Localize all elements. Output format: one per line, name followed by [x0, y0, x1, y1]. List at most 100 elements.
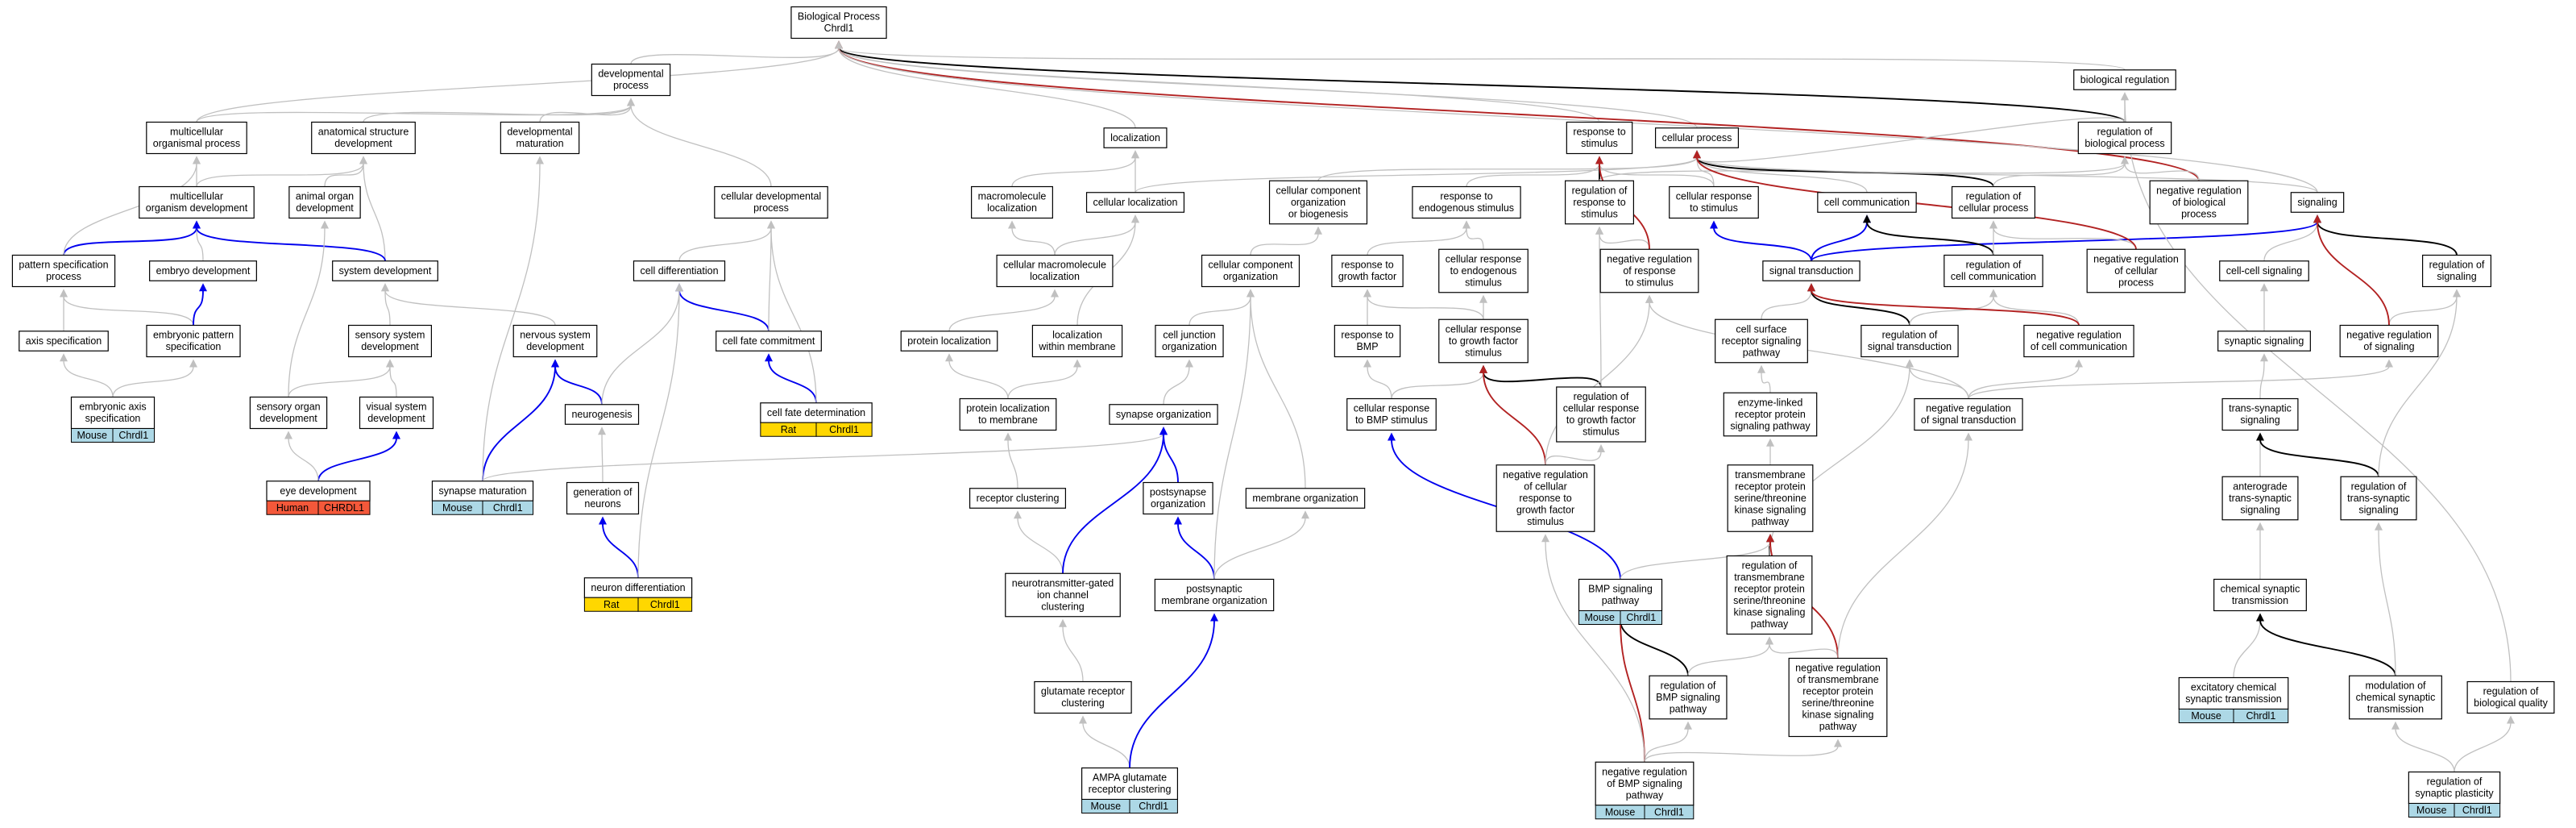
go-term-node[interactable]: signaling — [2290, 192, 2345, 213]
go-term-node[interactable]: receptor clustering — [969, 488, 1067, 509]
go-term-node[interactable]: neurogenesis — [564, 404, 640, 425]
go-term-node[interactable]: cellular process — [1654, 127, 1740, 148]
annotation-cell — [482, 500, 534, 515]
node-label: of cellular — [1524, 481, 1567, 492]
edge-is_a — [1989, 220, 2137, 250]
go-term-node[interactable]: cell communication — [1817, 192, 1917, 213]
go-term-node[interactable]: cell differentiation — [633, 260, 726, 281]
go-term-node[interactable]: axis specification — [19, 331, 109, 352]
go-term-node[interactable]: biological regulation — [2073, 69, 2176, 90]
edge-is_a — [1766, 438, 1774, 465]
go-term-node[interactable]: protein localization — [900, 331, 998, 352]
node-label: generation of — [574, 487, 633, 498]
go-term-node[interactable]: system development — [332, 260, 438, 281]
go-term-node[interactable]: signal transduction — [1762, 260, 1860, 281]
node-box — [760, 402, 873, 423]
go-term-node[interactable]: cell fate commitment — [716, 331, 822, 352]
node-label: excitatory chemical — [2191, 682, 2276, 693]
go-term-node[interactable]: synaptic signaling — [2217, 331, 2311, 352]
edge-is_a — [2121, 92, 2512, 682]
node-box — [311, 121, 416, 155]
edge-is_a — [386, 359, 397, 397]
go-term-node[interactable]: embryo development — [149, 260, 257, 281]
go-term-node[interactable]: cellular localization — [1085, 192, 1185, 213]
go-term-node[interactable]: cell-cell signaling — [2219, 260, 2309, 281]
go-term-node[interactable]: localization — [1103, 127, 1168, 148]
go-term-node[interactable]: membrane organization — [1245, 488, 1366, 509]
go-term-node[interactable]: synapse organization — [1109, 404, 1218, 425]
node-box — [1154, 578, 1275, 612]
